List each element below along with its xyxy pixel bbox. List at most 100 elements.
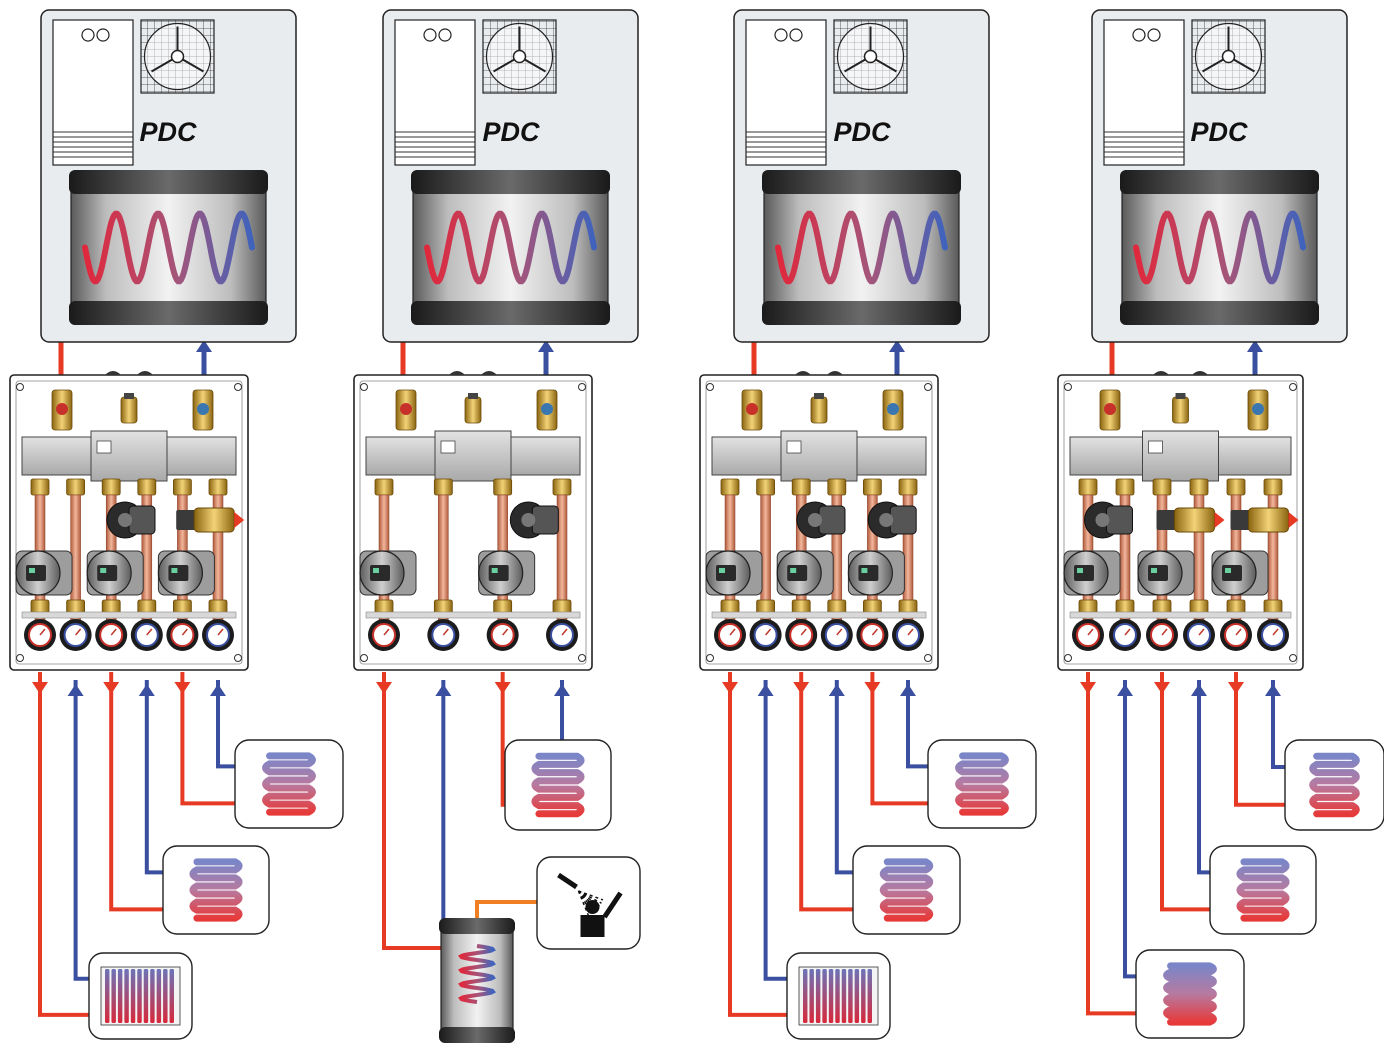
indicator-light-icon (438, 28, 452, 42)
floor-heating-load (234, 739, 344, 829)
radiator-fin (835, 969, 840, 1023)
pipe (1123, 680, 1136, 979)
actuator-icon (1230, 510, 1251, 530)
exchanger-cap-bottom (69, 301, 268, 325)
screw-icon (1064, 383, 1072, 391)
pump-led (1077, 568, 1083, 573)
fan-hub (1221, 49, 1236, 64)
control-panel (745, 19, 827, 166)
heat-pump-label: PDC (833, 117, 891, 147)
valve-direction-icon (1288, 512, 1299, 528)
person-body-icon (580, 915, 605, 937)
load-circuits (32, 672, 235, 1017)
screw-icon (234, 654, 242, 662)
gauge-needle (502, 628, 509, 636)
thermometer-dial-icon (56, 403, 68, 415)
system-3 (699, 9, 1037, 1040)
pump-led (861, 568, 868, 573)
arrow-down-icon (1228, 682, 1244, 694)
union-fitting (756, 478, 775, 496)
module (699, 371, 939, 671)
actuator-icon (1156, 510, 1177, 530)
exchanger-cap-top (1120, 170, 1319, 194)
gauge-needle (181, 628, 188, 636)
arrow-up-icon (1117, 684, 1133, 696)
air-vent-icon (1172, 396, 1189, 424)
exchanger-cap-bottom (1120, 301, 1319, 325)
load-1 (1135, 949, 1245, 1039)
union-fitting (1263, 478, 1283, 496)
pump-led (491, 568, 498, 573)
arrow-down-icon (864, 682, 881, 694)
mounting-rail (711, 611, 927, 619)
gauge-needle (146, 628, 153, 636)
module (1057, 371, 1304, 671)
radiator-fin (861, 969, 866, 1023)
system-2 (353, 9, 641, 1043)
motor-shaft (118, 513, 132, 527)
load-1 (88, 952, 193, 1040)
screw-icon (360, 383, 368, 391)
radiator-fin (854, 969, 860, 1023)
pipe (1086, 672, 1136, 1016)
arrow-up-icon (757, 684, 774, 696)
union-fitting (898, 478, 918, 496)
gauge-needle (75, 628, 82, 636)
mounting-rail (21, 611, 237, 619)
mount-tab (1192, 371, 1208, 375)
indicator-light-icon (81, 28, 95, 42)
screw-icon (706, 383, 714, 391)
radiator-fin (143, 969, 149, 1023)
arrow-down-icon (494, 682, 511, 694)
dhw-outlet (475, 900, 537, 918)
exchanger-cap-top (411, 170, 610, 194)
mixing-valve-icon (1174, 507, 1215, 533)
shower (536, 856, 641, 950)
heat-pump-unit (1091, 9, 1348, 343)
union-fitting (1115, 478, 1135, 496)
thermometer-dial-icon (400, 403, 412, 415)
pipe (1160, 672, 1210, 912)
pipe (144, 680, 163, 875)
radiator-fin (156, 969, 162, 1023)
indicator-light-icon (96, 28, 110, 42)
mounting-rail (365, 611, 581, 619)
exchanger-cap-top (69, 170, 268, 194)
arrow-up-icon (67, 684, 84, 696)
union-fitting (433, 478, 453, 496)
arrow-up-icon (1191, 684, 1207, 696)
pipe (500, 672, 505, 807)
radiator-fin (111, 969, 116, 1023)
arrow-up-icon (1265, 684, 1281, 696)
separator-window (786, 440, 802, 454)
motor-shaft (879, 513, 894, 527)
air-vent-cap (468, 393, 478, 399)
pipe (180, 672, 235, 806)
load-3 (1284, 739, 1384, 831)
mounting-rail (1069, 611, 1292, 619)
arrow-up-icon (828, 684, 845, 696)
union-fitting (791, 478, 811, 496)
floor-coil-icon (1163, 962, 1217, 1026)
floor-heating-load (504, 739, 612, 831)
person-head-icon (585, 900, 600, 914)
pump-led (790, 568, 797, 573)
load-2 (852, 845, 961, 935)
load-1 (786, 952, 891, 1040)
union-fitting (863, 478, 882, 496)
gauge-needle (800, 628, 807, 636)
air-vent-icon (810, 396, 828, 424)
coil-icon (1133, 210, 1306, 285)
control-panel (1103, 19, 1185, 166)
arrow-up-icon (435, 684, 452, 696)
thermometer-dial-icon (1104, 403, 1116, 415)
thermometer-gauge-icon (490, 623, 515, 647)
indicator-light-icon (1147, 28, 1161, 42)
motor-housing (889, 505, 917, 535)
motor-shaft (808, 513, 822, 527)
pipe (906, 680, 928, 769)
pipe (728, 672, 787, 1017)
floor-coil-icon (1309, 752, 1360, 818)
